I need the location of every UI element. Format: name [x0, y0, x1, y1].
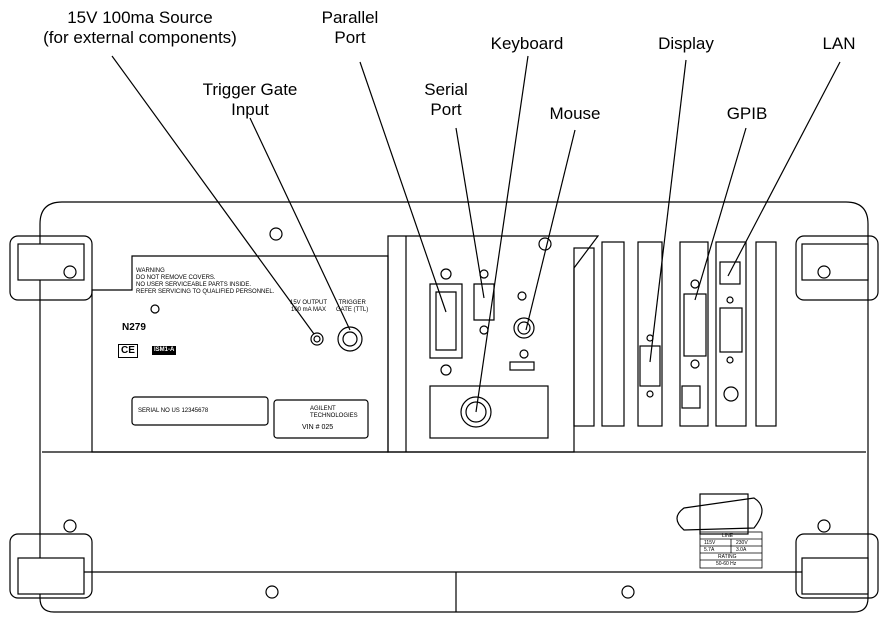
- leader-serial: [455, 127, 485, 299]
- output-label: 15V OUTPUT 100 mA MAX: [290, 300, 327, 314]
- brand-line2: TECHNOLOGIES: [310, 413, 358, 419]
- callout-15v-line2: (for external components): [43, 28, 237, 47]
- warning-line1: WARNING: [136, 268, 165, 274]
- output-jack: [310, 332, 324, 346]
- card-slot: [715, 241, 747, 427]
- model-label: N279: [122, 322, 146, 333]
- rating-header: LINE: [722, 533, 734, 539]
- warning-line2: DO NOT REMOVE COVERS.: [136, 275, 216, 281]
- callout-serial-line2: Port: [430, 100, 462, 119]
- rating-57a: 5.7A: [704, 547, 715, 553]
- callout-trigger-line2: Input: [231, 100, 269, 119]
- vin-label: VIN # 025: [302, 424, 334, 431]
- rating-30a: 3.0A: [736, 547, 747, 553]
- callout-15v-source: 15V 100ma Source (for external component…: [10, 8, 270, 48]
- rating-115v: 115V: [704, 540, 716, 546]
- keyboard-bay: [429, 385, 549, 439]
- brand-label-box: [273, 399, 369, 439]
- trigger-label: TRIGGER GATE (TTL): [336, 300, 368, 314]
- foot-bottom-right: [795, 533, 879, 599]
- leader-keyboard: [475, 55, 529, 413]
- card-slot: [573, 247, 595, 427]
- card-slot: [755, 241, 777, 427]
- leader-mouse: [525, 129, 576, 331]
- leader-trigger: [249, 117, 351, 331]
- rating-frequency: 50-60 Hz: [716, 561, 737, 567]
- vga-port: [719, 307, 743, 353]
- leader-display: [649, 59, 687, 363]
- serial-label-box: [131, 396, 269, 426]
- warning-line4: REFER SERVICING TO QUALIFIED PERSONNEL.: [136, 289, 275, 295]
- leader-parallel: [359, 61, 447, 313]
- brand-line1: AGILENT: [310, 406, 336, 412]
- brand-label: AGILENT TECHNOLOGIES: [310, 406, 358, 420]
- card-slot: [601, 241, 625, 427]
- warning-line3: NO USER SERVICEABLE PARTS INSIDE.: [136, 282, 252, 288]
- leader-15v: [111, 55, 315, 335]
- foot-top-left: [9, 235, 93, 301]
- rating-230v: 230V: [736, 540, 748, 546]
- leader-lan: [727, 61, 841, 277]
- io-bay: [387, 235, 600, 453]
- gpib-port: [683, 293, 707, 357]
- ism-mark: ISM1-A: [152, 346, 177, 355]
- callout-gpib: GPIB: [726, 104, 768, 123]
- foot-top-right: [795, 235, 879, 301]
- callout-serial-port: Serial Port: [406, 80, 486, 120]
- parallel-port: [429, 283, 463, 359]
- warning-text: WARNING DO NOT REMOVE COVERS. NO USER SE…: [136, 268, 274, 296]
- callout-parallel-port: Parallel Port: [300, 8, 400, 48]
- output-label-line2: 100 mA MAX: [291, 307, 327, 313]
- mouse-port: [513, 317, 535, 339]
- foot-bottom-left: [9, 533, 93, 599]
- trigger-label-line1: TRIGGER: [338, 300, 366, 306]
- output-label-line1: 15V OUTPUT: [290, 300, 328, 306]
- callout-lan: LAN: [822, 34, 856, 53]
- lan-port: [719, 261, 741, 285]
- trigger-bnc: [337, 326, 363, 352]
- callout-trigger-line1: Trigger Gate: [202, 80, 298, 99]
- card-slot: [679, 241, 709, 427]
- rating-label: RATING: [718, 554, 737, 560]
- callout-trigger-gate: Trigger Gate Input: [180, 80, 320, 120]
- card-slot: [637, 241, 663, 427]
- leader-gpib: [694, 127, 747, 301]
- callout-serial-line1: Serial: [424, 80, 468, 99]
- callout-keyboard: Keyboard: [490, 34, 564, 53]
- callout-15v-line1: 15V 100ma Source: [67, 8, 213, 27]
- keyboard-port: [460, 396, 492, 428]
- ce-mark: CE: [118, 344, 138, 358]
- rating-table: [699, 531, 763, 569]
- callout-parallel-line1: Parallel: [321, 8, 379, 27]
- callout-parallel-line2: Port: [334, 28, 366, 47]
- serial-port: [473, 283, 495, 321]
- serial-number-label: SERIAL NO US 12345678: [138, 408, 209, 414]
- power-inlet: [676, 497, 763, 531]
- callout-mouse: Mouse: [549, 104, 601, 123]
- trigger-label-line2: GATE (TTL): [336, 307, 369, 313]
- callout-display: Display: [658, 34, 714, 53]
- display-port: [639, 345, 661, 387]
